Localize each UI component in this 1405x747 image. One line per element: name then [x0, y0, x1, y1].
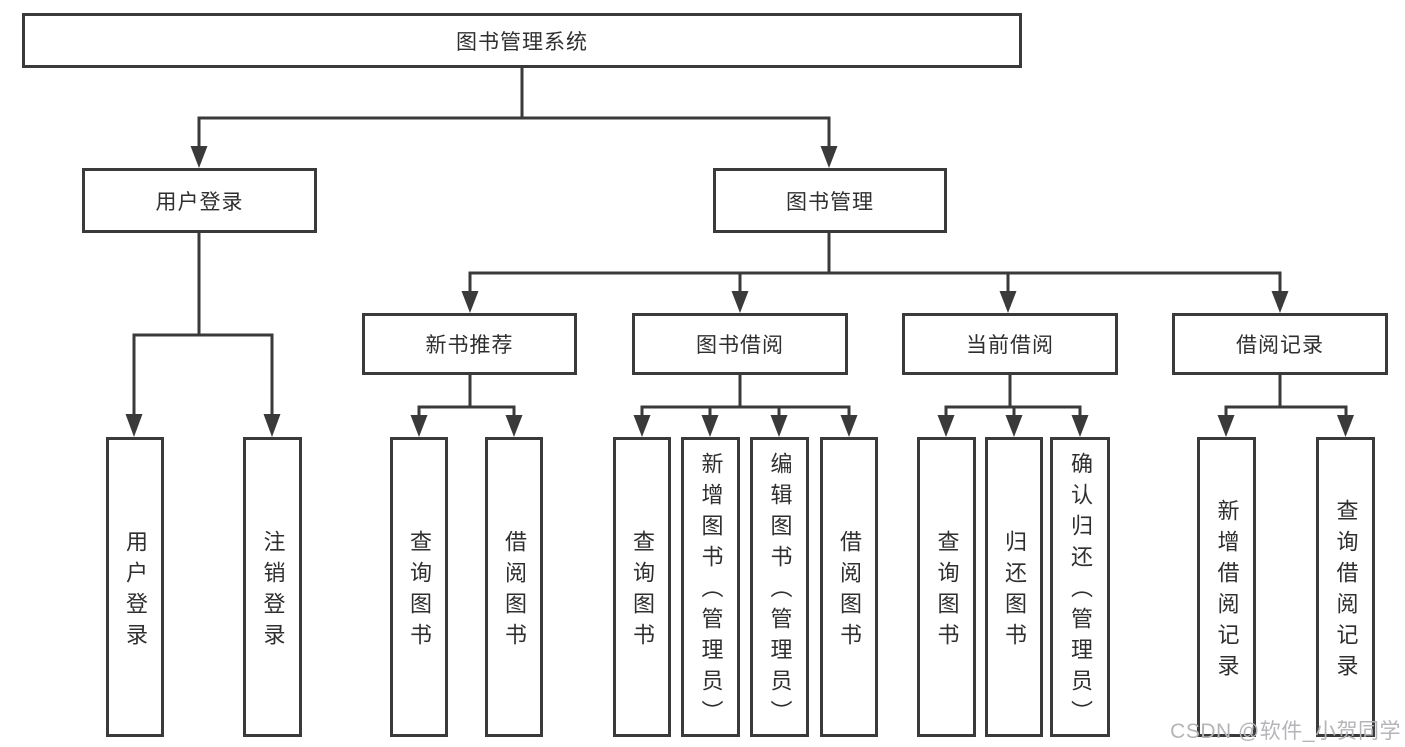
connector-stroke-group [132, 68, 1348, 418]
leaf-bb-edit-books-admin: 编辑图书（管理员） [750, 437, 809, 737]
node-new-book-recommend: 新书推荐 [362, 313, 577, 375]
csdn-watermark: CSDN @软件_小贺同学 [1170, 720, 1401, 743]
leaf-bb-query-books-label: 查询图书 [630, 529, 655, 654]
leaf-cb-query-books-label: 查询图书 [934, 529, 960, 654]
node-root: 图书管理系统 [22, 13, 1022, 68]
leaf-br-add-borrow-record-label: 新增借阅记录 [1214, 498, 1240, 685]
node-book-management: 图书管理 [713, 168, 947, 233]
node-book-management-label: 图书管理 [786, 190, 874, 214]
leaf-br-query-borrow-record-label: 查询借阅记录 [1333, 498, 1359, 685]
leaf-user-login: 用户登录 [106, 437, 164, 737]
node-book-borrow-label: 图书借阅 [696, 334, 784, 357]
leaf-nbr-query-books: 查询图书 [390, 437, 448, 737]
node-book-borrow: 图书借阅 [632, 313, 848, 375]
node-user-login-label: 用户登录 [155, 190, 244, 214]
node-current-borrow: 当前借阅 [902, 313, 1118, 375]
leaf-bb-edit-books-admin-label: 编辑图书（管理员） [767, 452, 793, 731]
node-new-book-recommend-label: 新书推荐 [425, 334, 514, 357]
leaf-cb-return-books: 归还图书 [985, 437, 1043, 737]
leaf-cb-return-books-label: 归还图书 [1002, 529, 1027, 654]
leaf-nbr-borrow-books: 借阅图书 [485, 437, 543, 737]
leaf-cb-query-books: 查询图书 [917, 437, 976, 737]
leaf-bb-add-books-admin-label: 新增图书（管理员） [698, 452, 724, 731]
leaf-logout: 注销登录 [243, 437, 302, 737]
leaf-br-add-borrow-record: 新增借阅记录 [1197, 437, 1256, 737]
leaf-bb-query-books: 查询图书 [613, 437, 671, 737]
node-root-label: 图书管理系统 [456, 30, 588, 54]
node-user-login: 用户登录 [82, 168, 317, 233]
leaf-bb-borrow-books-label: 借阅图书 [837, 529, 862, 654]
leaf-cb-confirm-return-admin-label: 确认归还（管理员） [1068, 452, 1093, 731]
leaf-logout-label: 注销登录 [260, 529, 286, 654]
arrowhead-group [125, 146, 1354, 437]
leaf-bb-add-books-admin: 新增图书（管理员） [681, 437, 740, 737]
leaf-nbr-borrow-books-label: 借阅图书 [502, 529, 527, 654]
leaf-user-login-label: 用户登录 [123, 529, 148, 654]
node-current-borrow-label: 当前借阅 [966, 334, 1054, 357]
node-borrow-records-label: 借阅记录 [1236, 334, 1324, 357]
leaf-br-query-borrow-record: 查询借阅记录 [1316, 437, 1375, 737]
node-borrow-records: 借阅记录 [1172, 313, 1388, 375]
leaf-bb-borrow-books: 借阅图书 [820, 437, 878, 737]
leaf-cb-confirm-return-admin: 确认归还（管理员） [1050, 437, 1110, 737]
leaf-nbr-query-books-label: 查询图书 [407, 529, 432, 654]
